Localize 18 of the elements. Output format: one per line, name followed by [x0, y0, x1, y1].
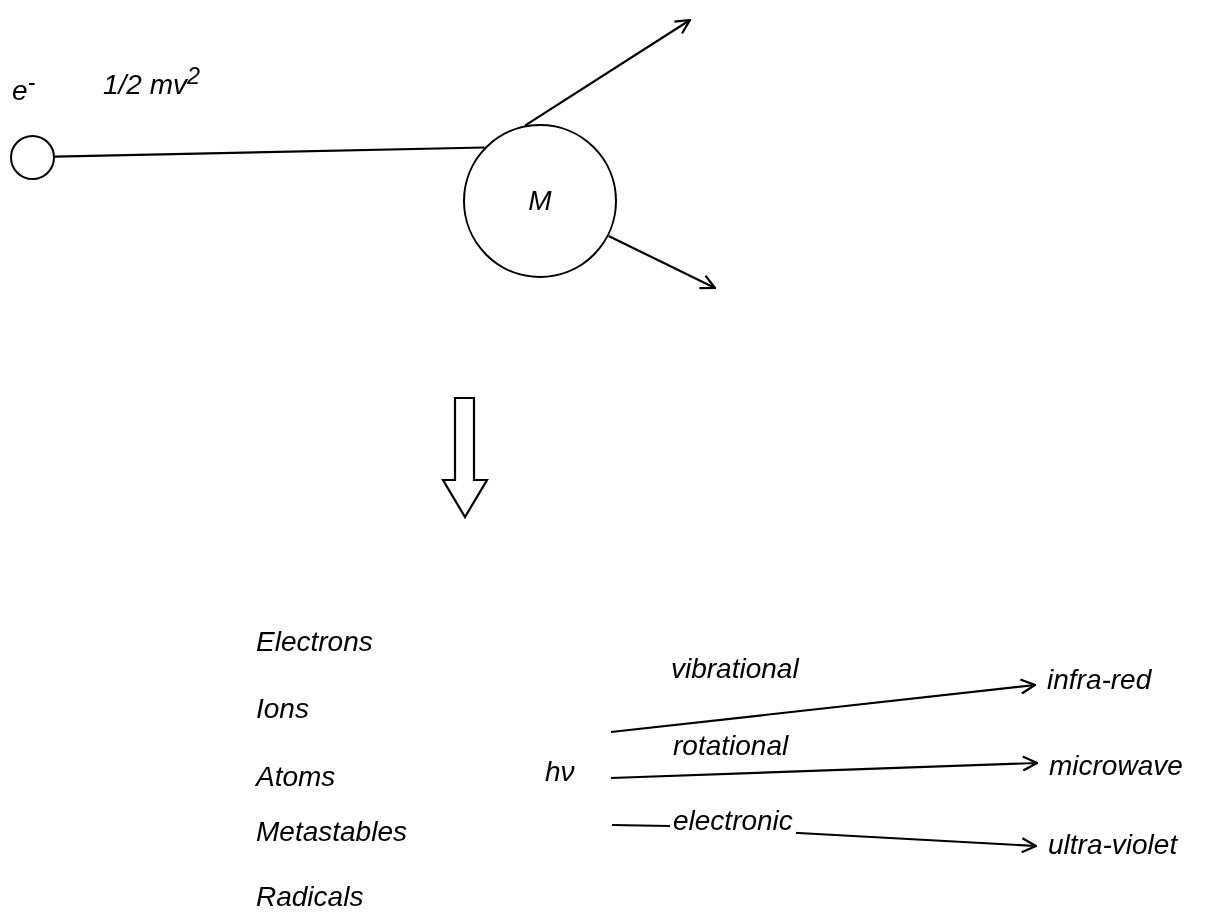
molecule-label: M — [528, 185, 552, 217]
species-label: Atoms — [256, 762, 336, 793]
particle-circle — [10, 135, 55, 180]
molecule-circle — [463, 124, 617, 278]
arrow — [610, 678, 1037, 734]
species-label: Ions — [256, 694, 309, 725]
term-label: microwave — [1049, 750, 1183, 782]
arrow — [608, 235, 717, 290]
arrow — [524, 18, 692, 127]
species-label: Metastables — [256, 817, 407, 848]
term-label: hν — [545, 756, 575, 788]
trajectory-line — [54, 146, 485, 158]
species-label: Electrons — [256, 627, 373, 658]
arrow — [610, 755, 1039, 780]
term-label: infra-red — [1047, 664, 1152, 696]
term-label: ultra-violet — [1048, 829, 1178, 861]
species-label: Radicals — [256, 882, 364, 913]
particle-label: e$^{-}$ — [12, 70, 36, 108]
